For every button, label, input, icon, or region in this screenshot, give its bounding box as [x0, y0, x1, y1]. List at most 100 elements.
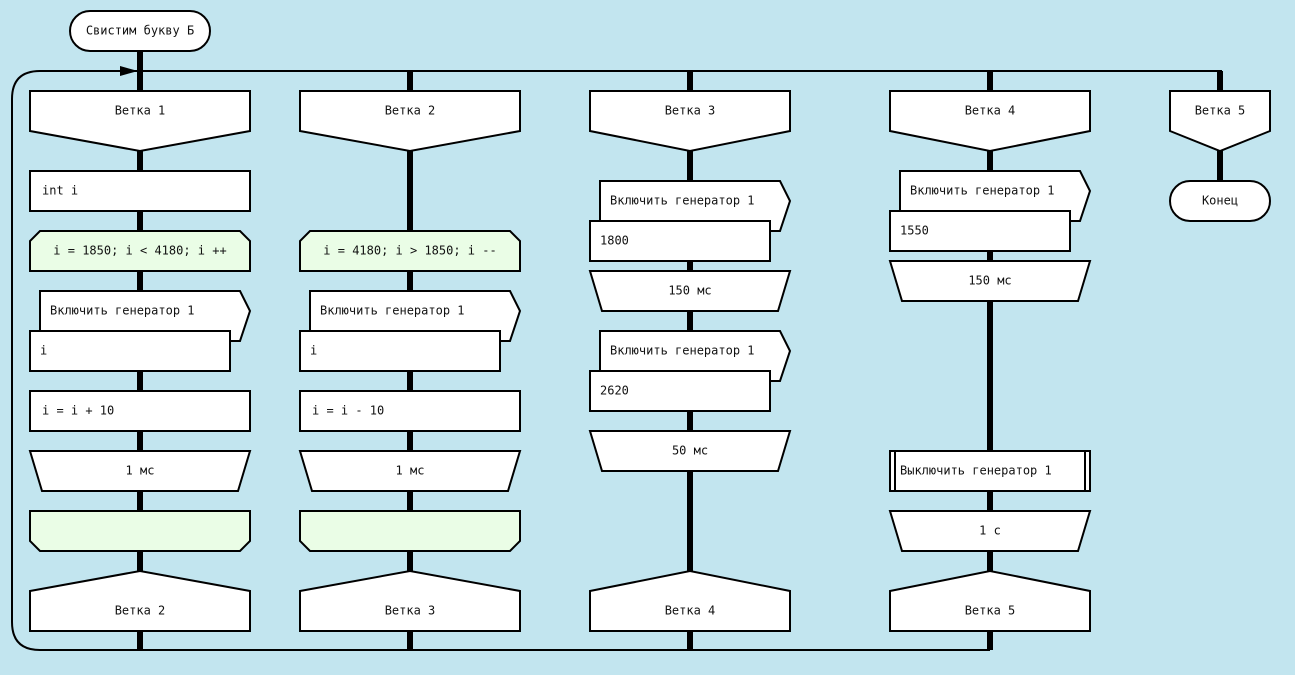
delay-block[interactable]: 1 с	[888, 510, 1092, 552]
branch-5: Ветка 5 Конец	[1169, 90, 1271, 222]
loop-end-block[interactable]	[29, 510, 251, 552]
output-param-field[interactable]	[589, 370, 771, 412]
branch-header-shape[interactable]	[889, 90, 1091, 153]
branch-4: Ветка 4 Включить генератор 1 1550 150 мс Вык…	[888, 90, 1092, 632]
branch-header-label: Ветка 3	[665, 104, 716, 118]
branch-2: Ветка 2 i = 4180; i > 1850; i -- Включить …	[298, 90, 522, 632]
output-param-label: i	[310, 344, 317, 358]
delay-label: 150 мс	[668, 284, 711, 298]
branch-header-shape[interactable]	[589, 90, 791, 153]
delay-shape[interactable]	[888, 260, 1092, 302]
output-param-field[interactable]	[299, 330, 501, 372]
action-block[interactable]: i = i - 10	[299, 390, 521, 432]
loop-start-shape[interactable]	[29, 230, 251, 272]
loop-start-label: i = 1850; i < 4180; i ++	[53, 244, 226, 258]
delay-label: 1 с	[979, 524, 1001, 538]
output-param-field[interactable]	[29, 330, 231, 372]
delay-shape[interactable]	[28, 450, 252, 492]
output-param-label: 1800	[600, 234, 629, 248]
action-shape	[29, 170, 251, 212]
branch-footer-shape[interactable]	[889, 569, 1091, 632]
loop-back-line	[11, 70, 990, 651]
delay-block[interactable]: 150 мс	[888, 260, 1092, 302]
output-block[interactable]: Включить генератор 1 i	[299, 290, 522, 372]
output-param-label: 1550	[900, 224, 929, 238]
branch-header-label: Ветка 2	[385, 104, 436, 118]
arrow-icon	[120, 66, 138, 76]
branch-footer-label: Ветка 3	[385, 604, 436, 618]
action-block[interactable]: i = i + 10	[29, 390, 251, 432]
branch-header[interactable]: Ветка 1	[29, 90, 251, 153]
branch-footer-label: Ветка 2	[115, 604, 166, 618]
loop-start-block[interactable]: i = 1850; i < 4180; i ++	[29, 230, 251, 272]
action-label: int i	[42, 184, 78, 198]
blocks: Свистим букву Б Ветка 1 int i i = 1850; i <…	[28, 10, 1271, 632]
action-label: i = i + 10	[42, 404, 114, 418]
branch-header-label: Ветка 4	[965, 104, 1016, 118]
output-param-field[interactable]	[889, 210, 1071, 252]
branch-footer-label: Ветка 5	[965, 604, 1016, 618]
action-shape	[29, 390, 251, 432]
end-terminator-label: Конец	[1202, 194, 1238, 208]
output-block[interactable]: Включить генератор 1 2620	[589, 330, 792, 412]
loop-start-label: i = 4180; i > 1850; i --	[323, 244, 496, 258]
branch-footer-shape[interactable]	[29, 569, 251, 632]
branch-header-shape[interactable]	[1169, 90, 1271, 153]
output-label: Включить генератор 1	[610, 194, 755, 208]
branch-footer[interactable]: Ветка 5	[889, 569, 1091, 632]
output-label: Включить генератор 1	[910, 184, 1055, 198]
branch-footer[interactable]: Ветка 3	[299, 569, 521, 632]
delay-block[interactable]: 1 мс	[28, 450, 252, 492]
delay-shape[interactable]	[588, 270, 792, 312]
branch-1: Ветка 1 int i i = 1850; i < 4180; i ++ Вклю…	[28, 90, 252, 632]
branch-footer[interactable]: Ветка 4	[589, 569, 791, 632]
loop-end-shape[interactable]	[29, 510, 251, 552]
branch-3: Ветка 3 Включить генератор 1 1800 150 мс Вкл…	[588, 90, 792, 632]
start-shape	[69, 10, 211, 52]
terminator-block[interactable]: Конец	[1169, 180, 1271, 222]
output-param-field[interactable]	[589, 220, 771, 262]
branch-header-label: Ветка 5	[1195, 104, 1246, 118]
action-block[interactable]: int i	[29, 170, 251, 212]
output-label: Включить генератор 1	[610, 344, 755, 358]
subroutine-block[interactable]: Выключить генератор 1	[889, 450, 1091, 492]
subroutine-shape	[889, 450, 1091, 492]
delay-shape[interactable]	[298, 450, 522, 492]
loop-end-block[interactable]	[299, 510, 521, 552]
loop-start-shape[interactable]	[299, 230, 521, 272]
output-label: Включить генератор 1	[50, 304, 195, 318]
branch-header-shape[interactable]	[299, 90, 521, 153]
branch-header[interactable]: Ветка 5	[1169, 90, 1271, 153]
delay-label: 1 мс	[126, 464, 155, 478]
action-label: i = i - 10	[312, 404, 384, 418]
loop-end-shape[interactable]	[299, 510, 521, 552]
start-terminator[interactable]: Свистим букву Б	[69, 10, 211, 52]
delay-block[interactable]: 50 мс	[588, 430, 792, 472]
branch-header[interactable]: Ветка 2	[299, 90, 521, 153]
delay-shape[interactable]	[588, 430, 792, 472]
delay-label: 150 мс	[968, 274, 1011, 288]
output-block[interactable]: Включить генератор 1 1800	[589, 180, 792, 262]
output-block[interactable]: Включить генератор 1i	[29, 290, 252, 372]
branch-footer[interactable]: Ветка 2	[29, 569, 251, 632]
branch-footer-shape[interactable]	[589, 569, 791, 632]
output-label: Включить генератор 1	[320, 304, 465, 318]
delay-block[interactable]: 150 мс	[588, 270, 792, 312]
delay-shape[interactable]	[888, 510, 1092, 552]
delay-label: 1 мс	[396, 464, 425, 478]
subroutine-label: Выключить генератор 1	[900, 464, 1052, 478]
delay-label: 50 мс	[672, 444, 708, 458]
branch-header[interactable]: Ветка 4	[889, 90, 1091, 153]
branch-footer-shape[interactable]	[299, 569, 521, 632]
loop-start-block[interactable]: i = 4180; i > 1850; i --	[299, 230, 521, 272]
output-param-label: 2620	[600, 384, 629, 398]
delay-block[interactable]: 1 мс	[298, 450, 522, 492]
end-terminator-shape	[1169, 180, 1271, 222]
action-shape	[299, 390, 521, 432]
branch-header-label: Ветка 1	[115, 104, 166, 118]
branch-header-shape[interactable]	[29, 90, 251, 153]
output-block[interactable]: Включить генератор 1 1550	[889, 170, 1092, 252]
branch-footer-label: Ветка 4	[665, 604, 716, 618]
branch-header[interactable]: Ветка 3	[589, 90, 791, 153]
